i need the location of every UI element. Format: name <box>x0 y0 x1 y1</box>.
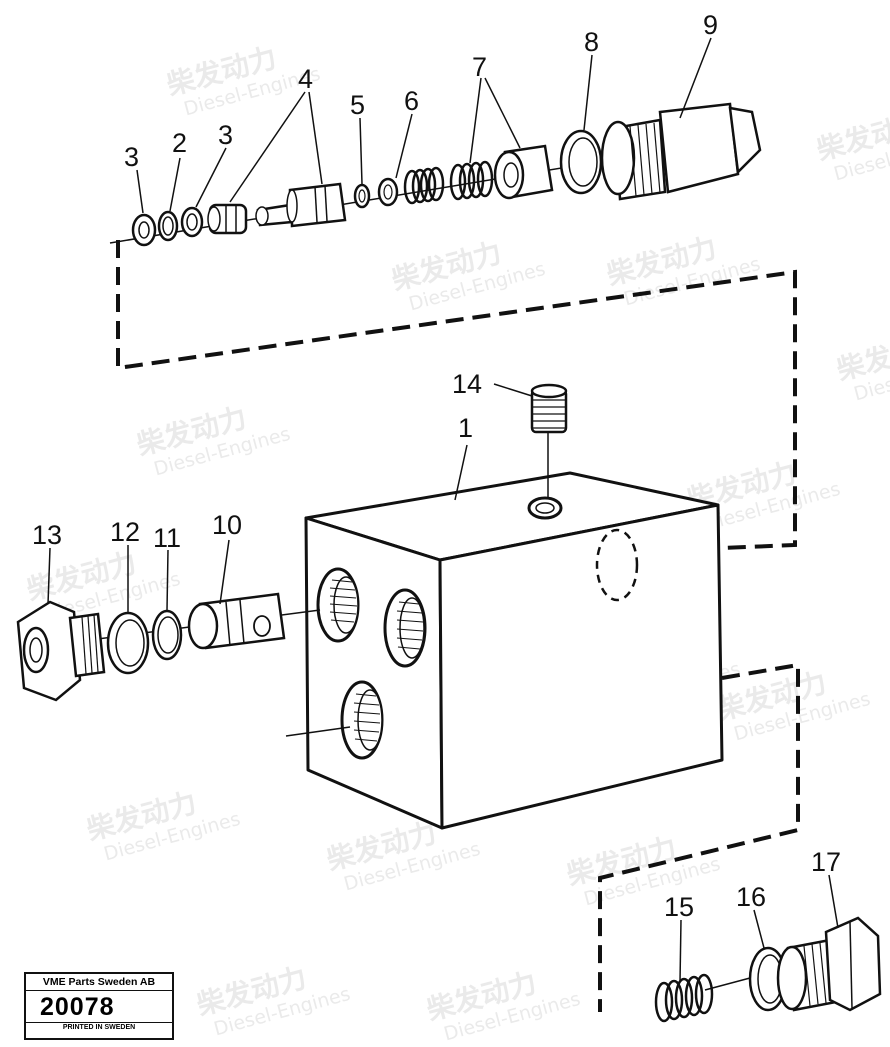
part-label-10: 10 <box>212 510 242 540</box>
stamp-company: VME Parts Sweden AB <box>26 974 172 991</box>
leader-lines <box>47 37 839 983</box>
spring-7-large <box>449 160 494 201</box>
part-label-11: 11 <box>153 523 181 553</box>
part-label-8: 8 <box>584 27 599 57</box>
valve-body-front-face <box>304 516 444 830</box>
valve-body-side-face <box>438 503 724 830</box>
port-threads <box>329 579 424 742</box>
spring-7-small <box>403 166 445 205</box>
part-label-14: 14 <box>452 369 482 399</box>
plug-17-hex <box>824 916 882 1012</box>
part-label-5: 5 <box>350 90 365 120</box>
lower-right-parts <box>654 916 882 1023</box>
screw-plug-14 <box>530 383 568 434</box>
upper-group-outline <box>116 240 797 550</box>
part-label-17: 17 <box>811 847 841 877</box>
stamp-printed: PRINTED IN SWEDEN <box>26 1022 172 1031</box>
part-label-6: 6 <box>404 86 419 116</box>
part-labels: 1 2 3 3 4 5 6 7 8 9 10 11 12 13 14 15 16… <box>32 10 841 922</box>
left-parts <box>16 592 286 702</box>
lower-group-outline <box>598 662 800 1012</box>
part-label-9: 9 <box>703 10 718 40</box>
part-label-16: 16 <box>736 882 766 912</box>
part-label-15: 15 <box>664 892 694 922</box>
upper-parts <box>131 102 762 247</box>
part-label-3-right: 3 <box>218 120 233 150</box>
hidden-rear-port <box>595 528 639 602</box>
part-label-3-left: 3 <box>124 142 139 172</box>
part-label-4: 4 <box>298 64 313 94</box>
group-outlines <box>116 240 800 1012</box>
valve-body <box>304 471 724 830</box>
part-label-7: 7 <box>472 52 487 82</box>
part-label-2: 2 <box>172 128 187 158</box>
vme-stamp: VME Parts Sweden AB 20078 PRINTED IN SWE… <box>24 972 174 1040</box>
part-label-12: 12 <box>110 517 140 547</box>
plug-9-hex <box>658 102 740 194</box>
part-label-1: 1 <box>458 413 473 443</box>
stamp-number: 20078 <box>40 993 115 1021</box>
part-label-13: 13 <box>32 520 62 550</box>
piston-4-spool <box>256 182 347 228</box>
plug-13-thread <box>68 612 106 678</box>
spring-15 <box>654 973 714 1023</box>
